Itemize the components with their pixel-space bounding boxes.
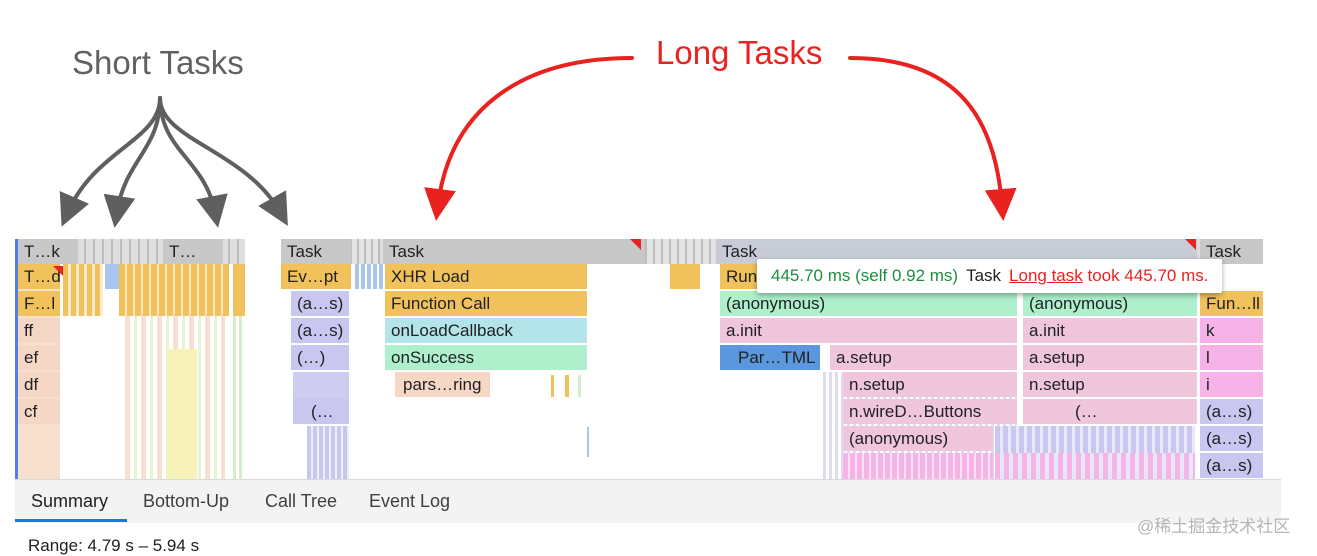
short-task-stripes: [233, 316, 245, 479]
task-block[interactable]: T…k: [18, 239, 78, 264]
flame-sliver: [578, 375, 581, 397]
active-tab-indicator: [15, 519, 127, 522]
flame-block[interactable]: a.init: [720, 318, 1017, 343]
task-block[interactable]: Task: [281, 239, 351, 264]
flame-block[interactable]: df: [18, 372, 60, 397]
idle-gap: [245, 239, 281, 479]
flame-chart[interactable]: T…k T… Task Task Task Task T…d F…l ff ef…: [15, 239, 1263, 479]
flame-sliver: [551, 375, 554, 397]
flame-block[interactable]: onSuccess: [385, 345, 587, 370]
flame-block[interactable]: (…): [291, 345, 349, 370]
short-task-stripes: [119, 264, 229, 316]
flame-block[interactable]: (anonymous): [1023, 291, 1197, 316]
long-tasks-annotation: Long Tasks: [656, 34, 823, 71]
flame-block[interactable]: onLoadCallback: [385, 318, 587, 343]
flame-stripes: [995, 453, 1195, 479]
task-block[interactable]: Task: [1200, 239, 1263, 264]
flame-block[interactable]: a.setup: [1023, 345, 1197, 370]
flame-block[interactable]: ff: [18, 318, 60, 343]
flame-block[interactable]: (a…s): [291, 318, 349, 343]
flame-sliver: [670, 264, 700, 289]
short-task-stripes: [233, 264, 245, 316]
long-task-block[interactable]: Task: [383, 239, 645, 264]
flame-block: [293, 372, 349, 399]
flame-block[interactable]: (a…s): [1200, 453, 1263, 478]
tooltip-message: took 445.70 ms.: [1082, 266, 1209, 285]
details-tab-bar: Summary Bottom-Up Call Tree Event Log: [15, 479, 1281, 523]
flame-block[interactable]: Fun…ll: [1200, 291, 1263, 316]
flame-block[interactable]: n.setup: [1023, 372, 1197, 397]
flame-block[interactable]: k: [1200, 318, 1263, 343]
flame-block[interactable]: l: [1200, 345, 1263, 370]
flame-block[interactable]: (a…s): [291, 291, 349, 316]
flame-stripes: [843, 453, 993, 479]
flame-block[interactable]: ef: [18, 345, 60, 370]
short-task-stripes: [105, 264, 119, 289]
flame-block[interactable]: i: [1200, 372, 1263, 397]
flame-block[interactable]: (…: [1023, 399, 1197, 424]
tooltip-task-name: Task: [966, 266, 1002, 285]
flame-block[interactable]: Function Call: [385, 291, 587, 316]
flame-block[interactable]: cf: [18, 399, 60, 424]
flame-block[interactable]: a.init: [1023, 318, 1197, 343]
long-task-flag-icon: [630, 239, 641, 250]
flame-block[interactable]: XHR Load: [385, 264, 587, 289]
flame-block[interactable]: (…: [293, 399, 349, 424]
tab-bottom-up[interactable]: Bottom-Up: [143, 491, 230, 511]
flame-block[interactable]: (a…s): [1200, 399, 1263, 424]
long-task-tooltip: 445.70 ms (self 0.92 ms) Task Long task to…: [757, 259, 1223, 293]
watermark: @稀土掘金技术社区: [1137, 517, 1291, 536]
flame-stripes: [995, 426, 1195, 453]
short-tasks-annotation: Short Tasks: [72, 44, 244, 81]
short-task-stripes: [63, 264, 103, 316]
range-label: Range: 4.79 s – 5.94 s: [28, 536, 200, 555]
flame-block[interactable]: a.setup: [830, 345, 1017, 370]
flame-block[interactable]: Par…TML: [720, 345, 820, 370]
flame-block[interactable]: (a…s): [1200, 426, 1263, 451]
flame-block[interactable]: pars…ring: [395, 372, 490, 397]
task-block[interactable]: T…: [163, 239, 223, 264]
flame-left-edge: [15, 239, 18, 479]
tab-event-log[interactable]: Event Log: [369, 491, 451, 511]
short-task-arrows: [59, 96, 288, 228]
tooltip-duration: 445.70 ms (self 0.92 ms): [771, 266, 959, 285]
flame-block[interactable]: F…l: [18, 291, 60, 316]
tab-call-tree[interactable]: Call Tree: [265, 491, 338, 511]
long-task-arrows: [424, 56, 1017, 221]
long-task-flag-icon: [1185, 239, 1196, 250]
flame-sliver: [565, 375, 569, 397]
flame-block[interactable]: (anonymous): [843, 426, 993, 451]
long-task-link[interactable]: Long task: [1009, 266, 1083, 285]
short-task-stripes: [167, 349, 197, 479]
long-task-flag-icon: [53, 266, 64, 277]
flame-block[interactable]: n.setup: [843, 372, 1017, 397]
short-task-stripes: [307, 426, 349, 479]
tab-summary[interactable]: Summary: [31, 491, 109, 511]
flame-block[interactable]: Ev…pt: [281, 264, 351, 289]
flame-block[interactable]: n.wireD…Buttons: [843, 399, 1017, 424]
short-task-ticks: [645, 239, 715, 264]
short-task-stripes: [355, 264, 383, 289]
flame-sliver: [587, 427, 589, 457]
short-task-ticks: [350, 239, 380, 264]
flame-block[interactable]: (anonymous): [720, 291, 1017, 316]
